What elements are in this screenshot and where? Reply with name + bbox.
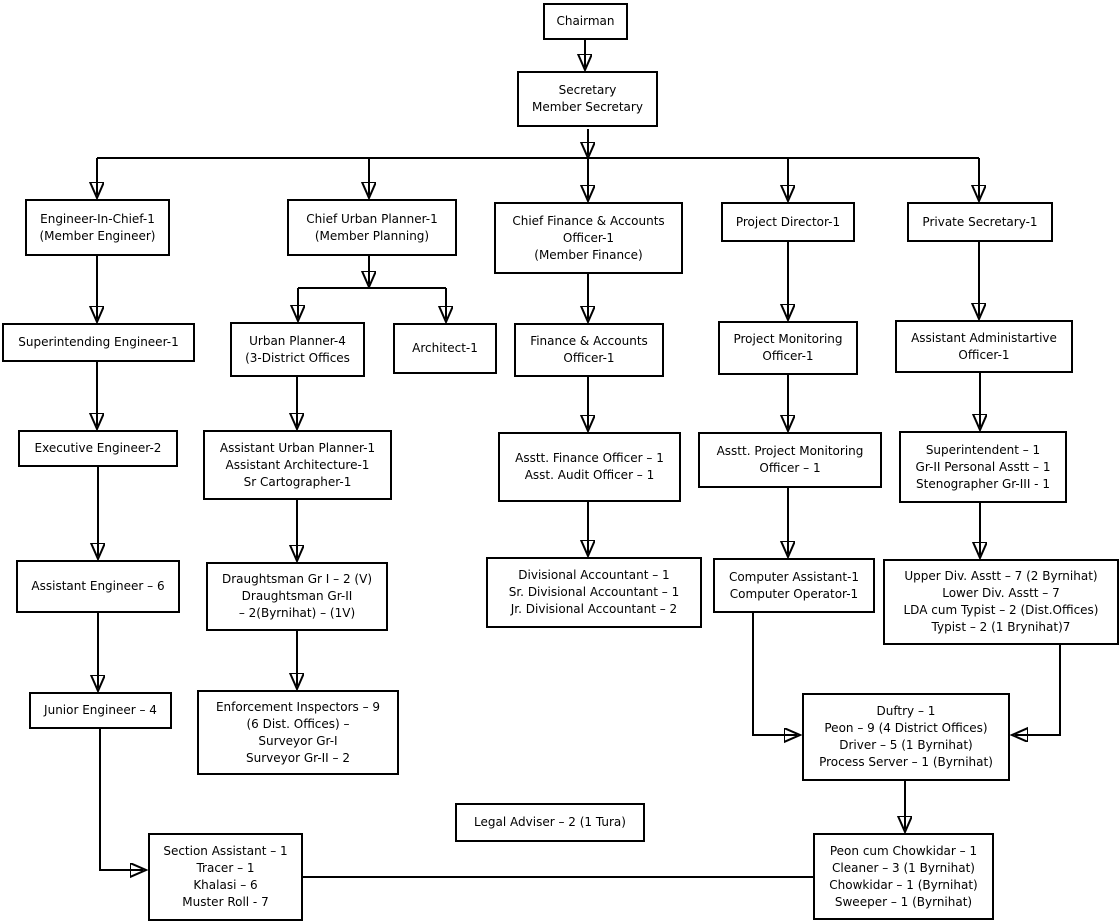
node-architect: Architect-1 [393, 323, 497, 374]
node-duftry-peon-driver: Duftry – 1 Peon – 9 (4 District Offices)… [802, 693, 1010, 781]
node-executive-engineer: Executive Engineer-2 [18, 430, 178, 467]
node-superintending-engineer: Superintending Engineer-1 [2, 323, 195, 362]
edge-computer-duftry [752, 613, 797, 735]
node-enforcement-inspectors: Enforcement Inspectors – 9 (6 Dist. Offi… [197, 690, 399, 775]
node-peon-cum-chowkidar: Peon cum Chowkidar – 1 Cleaner – 3 (1 By… [813, 833, 994, 920]
node-superintendent: Superintendent – 1 Gr-II Personal Asstt … [899, 431, 1067, 503]
node-draughtsman: Draughtsman Gr I – 2 (V) Draughtsman Gr-… [206, 562, 388, 631]
edge-junior-section-assistant [99, 729, 143, 870]
node-assistant-engineer: Assistant Engineer – 6 [16, 560, 180, 613]
edge-upperdiv-duftry [1015, 645, 1061, 735]
node-private-secretary: Private Secretary-1 [907, 202, 1053, 242]
node-chief-finance-officer: Chief Finance & Accounts Officer-1 (Memb… [494, 202, 683, 274]
node-chief-urban-planner: Chief Urban Planner-1 (Member Planning) [287, 199, 457, 256]
node-finance-accounts-officer: Finance & Accounts Officer-1 [514, 323, 664, 377]
node-section-assistant: Section Assistant – 1 Tracer – 1 Khalasi… [148, 833, 303, 921]
node-computer-staff: Computer Assistant-1 Computer Operator-1 [713, 558, 875, 613]
node-divisional-accountants: Divisional Accountant – 1 Sr. Divisional… [486, 557, 702, 628]
node-chairman: Chairman [543, 3, 628, 40]
node-project-monitoring-officer: Project Monitoring Officer-1 [718, 321, 858, 375]
node-assistant-admin-officer: Assistant Administartive Officer-1 [895, 320, 1073, 373]
node-assistant-urban-planner: Assistant Urban Planner-1 Assistant Arch… [203, 430, 392, 500]
node-junior-engineer: Junior Engineer – 4 [29, 692, 172, 729]
node-upper-div-asstt: Upper Div. Asstt – 7 (2 Byrnihat) Lower … [883, 559, 1119, 645]
node-asstt-finance-officer: Asstt. Finance Officer – 1 Asst. Audit O… [498, 432, 681, 502]
node-engineer-in-chief: Engineer-In-Chief-1 (Member Engineer) [25, 199, 170, 256]
node-legal-adviser: Legal Adviser – 2 (1 Tura) [455, 803, 645, 842]
node-secretary: Secretary Member Secretary [517, 71, 658, 127]
node-project-director: Project Director-1 [721, 202, 855, 242]
node-urban-planner: Urban Planner-4 (3-District Offices [230, 322, 365, 377]
node-asstt-project-monitoring-officer: Asstt. Project Monitoring Officer – 1 [698, 432, 882, 488]
